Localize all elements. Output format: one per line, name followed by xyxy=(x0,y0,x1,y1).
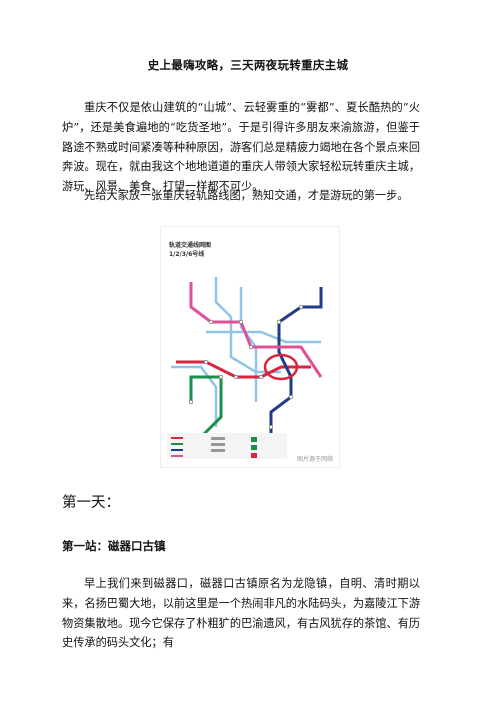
metro-map-image: 轨道交通线网图 1/2/3/6号线 xyxy=(160,226,340,468)
document-title: 史上最嗨攻略，三天两夜玩转重庆主城 xyxy=(147,58,349,72)
map-title-line2: 1/2/3/6号线 xyxy=(169,250,204,258)
map-title-line1: 轨道交通线网图 xyxy=(169,241,211,249)
map-line-3 xyxy=(269,287,323,457)
map-legend xyxy=(167,433,287,459)
day1-heading: 第一天： xyxy=(62,495,120,511)
map-stations xyxy=(188,304,304,430)
map-intro-paragraph: 先给大家放一张重庆轻轨路线图，熟知交通，才是游玩的第一步。 xyxy=(84,189,409,202)
map-watermark: 图片源于网络 xyxy=(297,455,333,463)
map-other-lines xyxy=(171,277,321,427)
stop1-heading: 第一站：磁器口古镇 xyxy=(62,539,166,553)
intro-paragraph: 重庆不仅是依山建筑的“山城”、云轻雾重的“雾都”、夏长酷热的“火炉”，还是美食遍… xyxy=(62,101,421,194)
metro-map-graphic: 轨道交通线网图 1/2/3/6号线 xyxy=(167,241,333,463)
stop1-paragraph: 早上我们来到磁器口，磁器口古镇原名为龙隐镇，自明、清时期以来，名扬巴蜀大地，以前… xyxy=(62,577,421,650)
map-loop-line xyxy=(263,353,299,381)
